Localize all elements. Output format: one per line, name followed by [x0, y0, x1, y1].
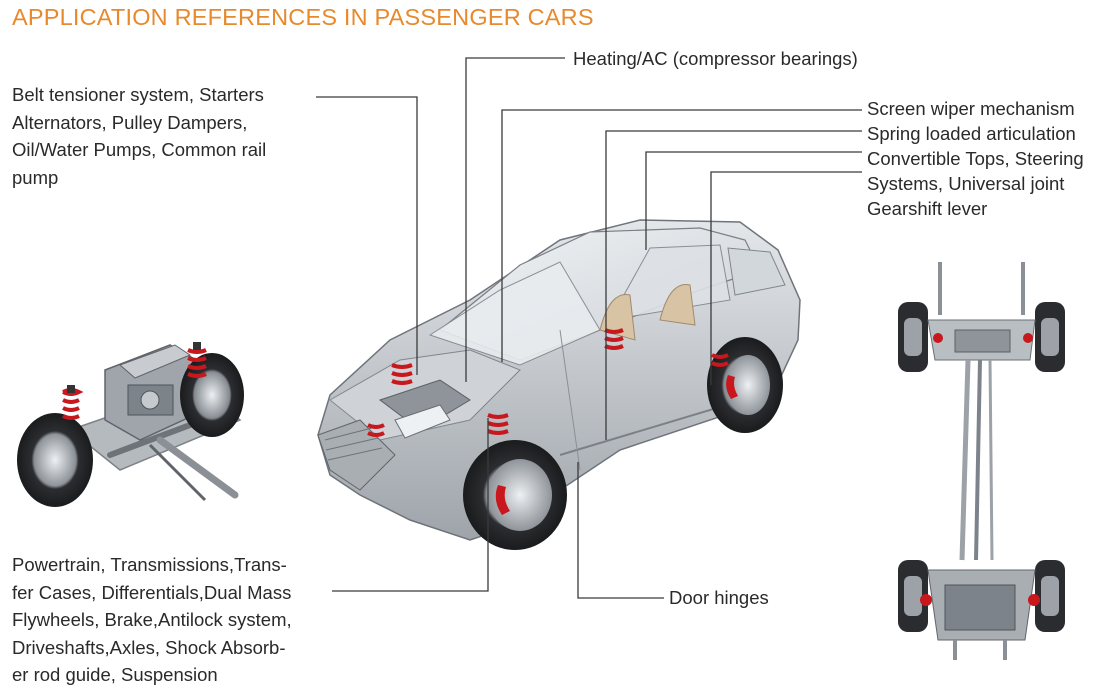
- chassis-frame-icon: [898, 262, 1065, 660]
- leader-lines: [316, 57, 862, 599]
- leader-line-door: [577, 462, 664, 599]
- belt-tensioner-label: Belt tensioner system, Starters Alternat…: [12, 84, 267, 188]
- leader-line-wiper: [501, 109, 862, 362]
- spring-articulation-label: Spring loaded articulation: [867, 123, 1076, 144]
- door-hinges-label: Door hinges: [669, 587, 769, 608]
- leader-line-belt: [316, 96, 418, 375]
- leader-line-convertible: [645, 151, 862, 250]
- convertible-label: Convertible Tops, Steering Systems, Univ…: [867, 148, 1084, 219]
- wiper-label: Screen wiper mechanism: [867, 98, 1075, 119]
- front-axle-assembly-icon: [17, 342, 244, 507]
- page-title: APPLICATION REFERENCES IN PASSENGER CARS: [12, 4, 594, 30]
- leader-line-spring: [605, 130, 862, 440]
- leader-line-powertrain: [332, 418, 489, 592]
- powertrain-label: Powertrain, Transmissions,Trans- fer Cas…: [12, 554, 292, 685]
- leader-line-gearshift: [710, 171, 862, 385]
- leader-line-heating: [465, 57, 565, 382]
- transparent-suv-icon: [317, 219, 801, 550]
- heating-label: Heating/AC (compressor bearings): [573, 48, 858, 69]
